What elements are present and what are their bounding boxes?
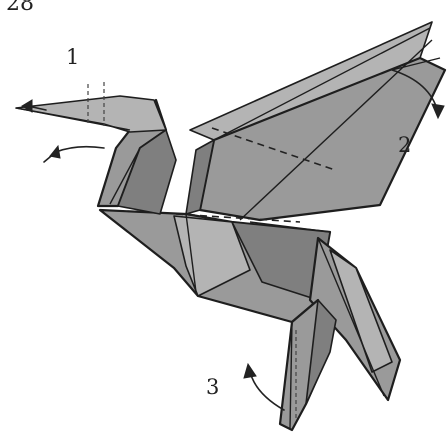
body — [100, 210, 330, 322]
callout-wing: 2 — [398, 133, 411, 157]
neck-and-head — [16, 96, 176, 214]
wing-fold-arrow-head — [432, 104, 444, 118]
tail-fold-arrow — [250, 372, 284, 410]
step-number: 28 — [6, 0, 34, 16]
beak-fold-arrow — [56, 147, 104, 152]
beak — [16, 96, 166, 132]
wing-upper — [186, 22, 445, 220]
callout-tail: 3 — [206, 375, 219, 399]
tail-fold-arrow-head — [244, 364, 256, 378]
tail-fold-marks: 3 — [206, 364, 284, 410]
callout-beak: 1 — [66, 45, 79, 69]
